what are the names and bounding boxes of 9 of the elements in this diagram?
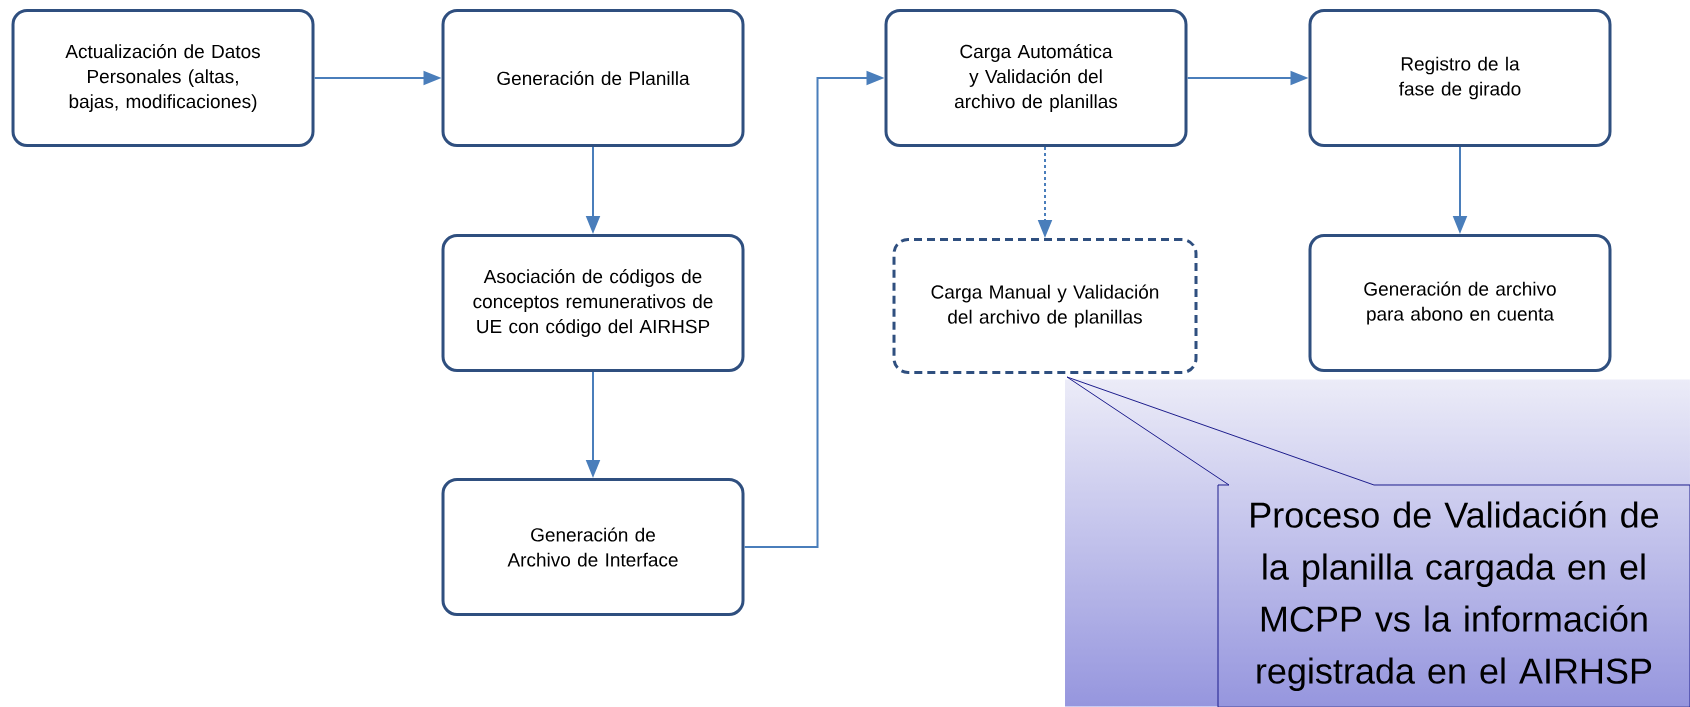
process-box: Asociación de códigos de conceptos remunerativos de UE con código del AIRHSP: [441, 234, 745, 372]
dashed-process-box: Carga Manual y Validación del archivo de planillas: [892, 238, 1198, 374]
process-box: Generación de Archivo de Interface: [441, 478, 745, 616]
process-box: Generación de archivo para abono en cuenta: [1308, 234, 1612, 372]
callout-box: Proceso de Validación de la planilla cargada en el MCPP vs la información registrada en el AIRHSP: [1066, 376, 1690, 707]
process-box: Carga Automática y Validación del archivo de planillas: [884, 9, 1188, 147]
process-box: Registro de la fase de girado: [1308, 9, 1612, 147]
process-box: Actualización de Datos Personales (altas, bajas, modificaciones): [11, 9, 315, 147]
process-box: Generación de Planilla: [441, 9, 745, 147]
